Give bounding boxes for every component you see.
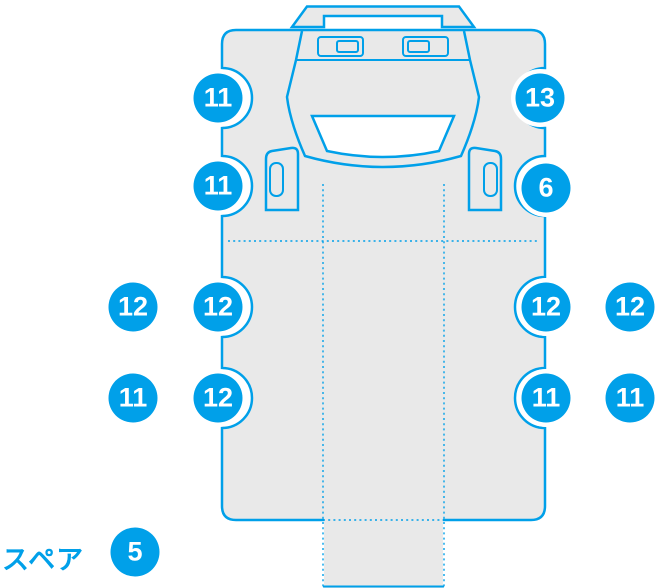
wheel-badge-mid-inner-right[interactable]: 12 (521, 282, 571, 332)
roof-deflector (289, 5, 477, 29)
badge-value: 12 (614, 291, 646, 322)
left-roof-vent (317, 36, 364, 57)
wheel-badge-front-left[interactable]: 11 (193, 73, 243, 123)
wheel-badge-rear-outer-right[interactable]: 11 (605, 373, 655, 423)
cargo-bed (324, 182, 443, 588)
badge-value: 6 (538, 172, 554, 203)
side-mirror-right (467, 146, 503, 212)
right-roof-vent-inner (407, 40, 430, 53)
spare-label: スペア (2, 545, 85, 575)
wheel-badge-mid-outer-right[interactable]: 12 (605, 282, 655, 332)
wheel-badge-rear-outer-left[interactable]: 11 (108, 373, 158, 423)
wheel-badge-mid-inner-left[interactable]: 12 (193, 282, 243, 332)
wheel-badge-second-axle-right[interactable]: 6 (521, 163, 571, 213)
badge-value: 11 (531, 382, 561, 413)
badge-value: 12 (202, 291, 234, 322)
cab-outline (285, 30, 481, 169)
windshield (310, 114, 456, 159)
spare-badge[interactable]: 5 (110, 527, 160, 577)
badge-value: 11 (203, 170, 233, 201)
wheel-badge-second-axle-left[interactable]: 11 (193, 161, 243, 211)
badge-value: 11 (203, 82, 233, 113)
left-roof-vent-inner (336, 40, 359, 53)
badge-value: 5 (127, 536, 143, 567)
wheel-badge-rear-inner-right[interactable]: 11 (521, 373, 571, 423)
badge-value: 11 (118, 382, 148, 413)
mirror-glass-right (483, 162, 498, 197)
side-mirror-left (264, 146, 300, 212)
badge-value: 12 (117, 291, 149, 322)
badge-value: 13 (524, 82, 556, 113)
badge-value: 12 (202, 382, 234, 413)
badge-value: 11 (615, 382, 645, 413)
right-roof-vent (402, 36, 449, 57)
wheel-badge-mid-outer-left[interactable]: 12 (108, 282, 158, 332)
wheel-badge-rear-inner-left[interactable]: 12 (193, 373, 243, 423)
badge-value: 12 (530, 291, 562, 322)
mirror-glass-left (269, 162, 284, 197)
wheel-badge-front-right[interactable]: 13 (515, 73, 565, 123)
